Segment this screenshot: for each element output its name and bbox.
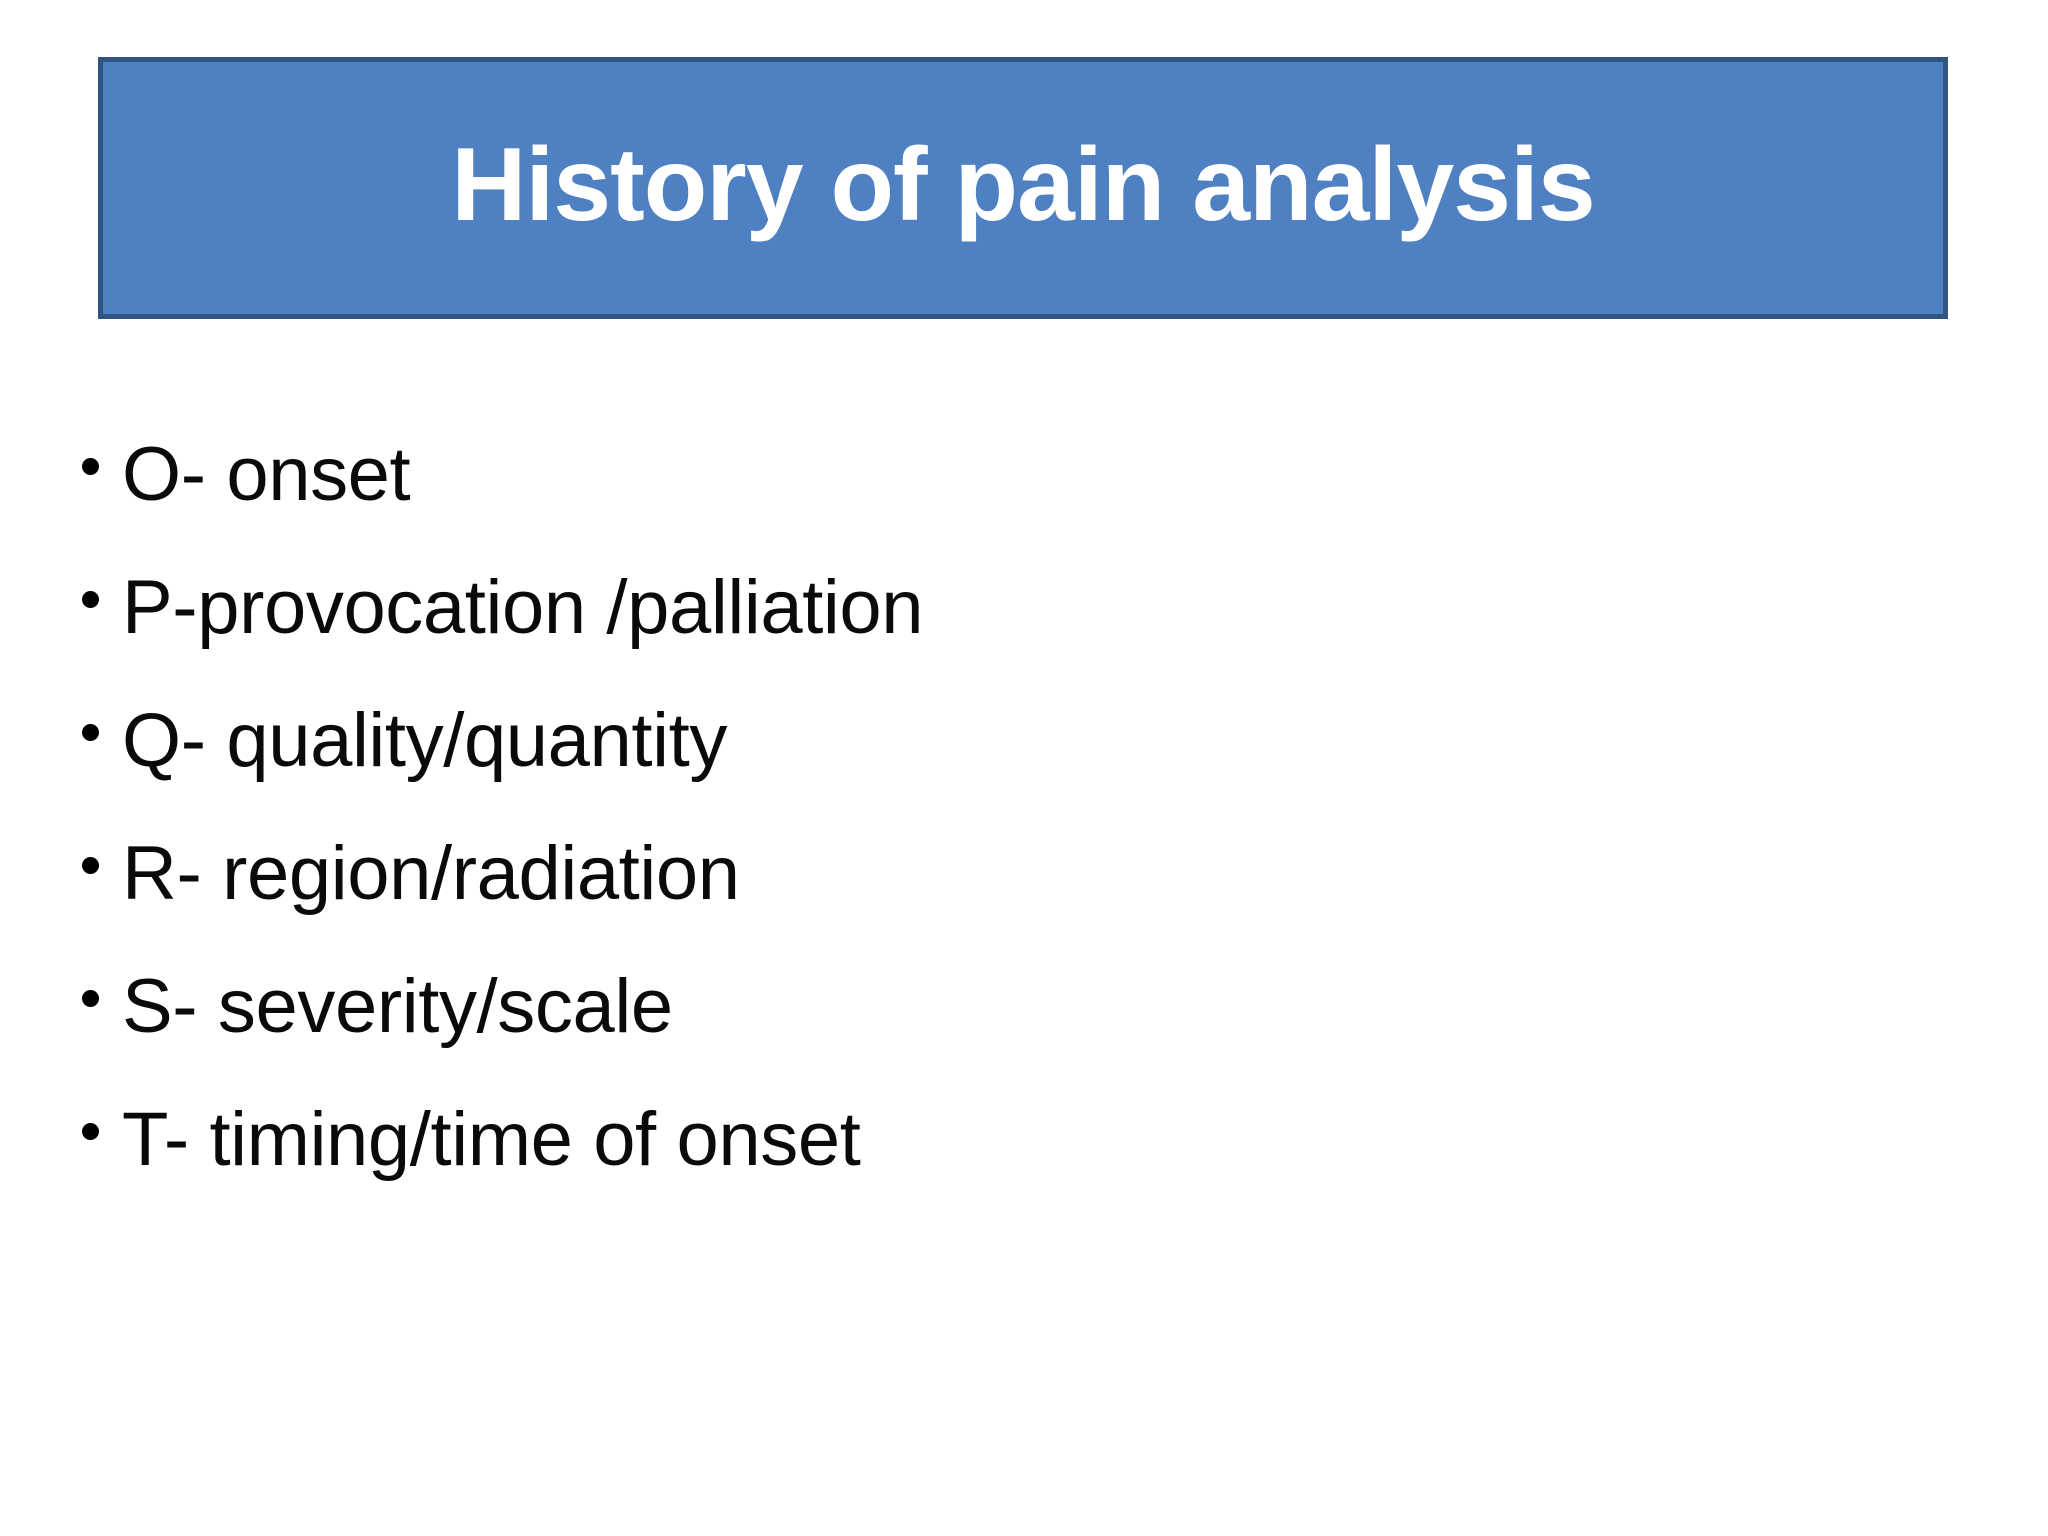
bullet-dot-icon xyxy=(60,964,122,1007)
bullet-dot-icon xyxy=(60,565,122,608)
slide-title-banner: History of pain analysis xyxy=(98,57,1948,319)
bullet-item-label: Q- quality/quantity xyxy=(122,698,727,783)
bullet-dot-icon xyxy=(60,698,122,741)
bullet-item-label: P-provocation /palliation xyxy=(122,565,924,650)
list-item: S- severity/scale xyxy=(60,964,1760,1097)
list-item: P-provocation /palliation xyxy=(60,565,1760,698)
list-item: R- region/radiation xyxy=(60,831,1760,964)
list-item: Q- quality/quantity xyxy=(60,698,1760,831)
bullet-dot-icon xyxy=(60,432,122,475)
bullet-dot-icon xyxy=(60,831,122,874)
slide-title: History of pain analysis xyxy=(451,127,1595,244)
bullet-item-label: T- timing/time of onset xyxy=(122,1097,861,1182)
bullet-list: O- onset P-provocation /palliation Q- qu… xyxy=(60,432,1760,1230)
bullet-item-label: R- region/radiation xyxy=(122,831,740,916)
bullet-item-label: O- onset xyxy=(122,432,411,517)
bullet-item-label: S- severity/scale xyxy=(122,964,673,1049)
bullet-dot-icon xyxy=(60,1097,122,1140)
list-item: O- onset xyxy=(60,432,1760,565)
list-item: T- timing/time of onset xyxy=(60,1097,1760,1230)
